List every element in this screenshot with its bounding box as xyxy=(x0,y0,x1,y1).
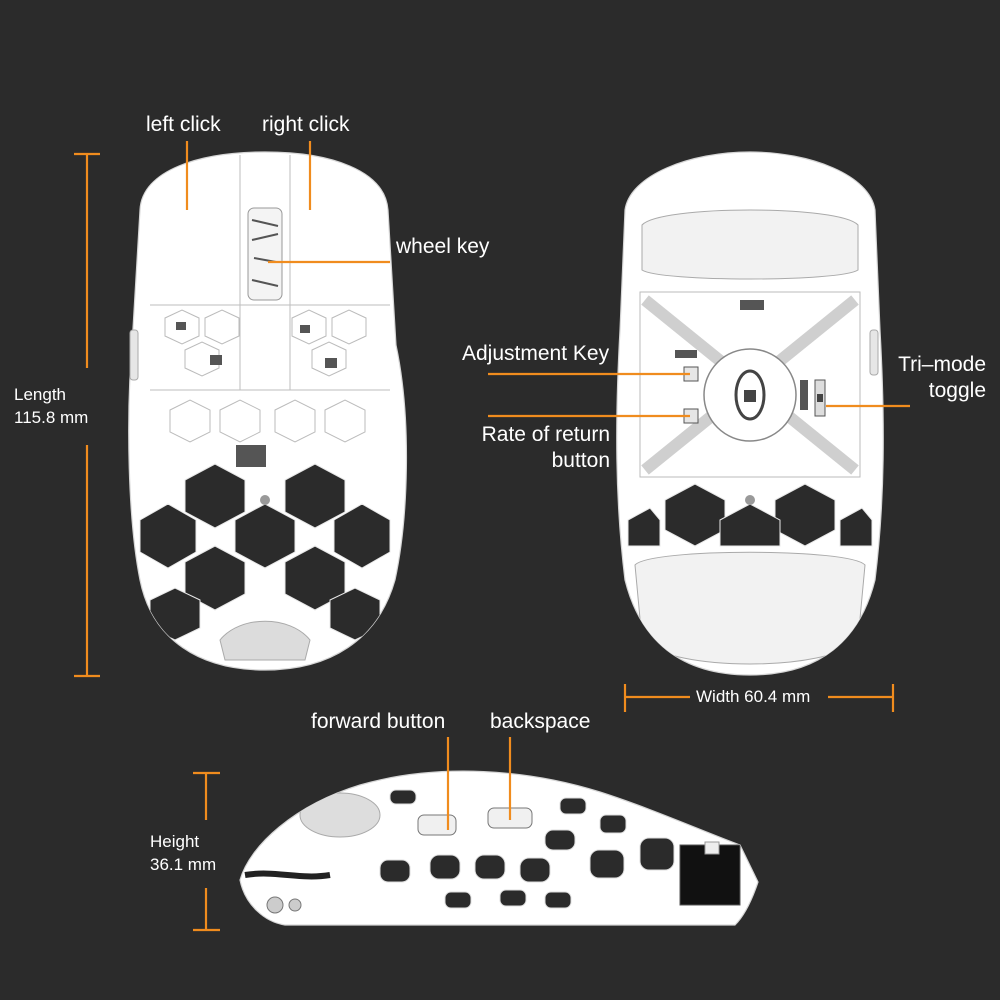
tri-mode-line1: Tri–mode xyxy=(898,353,986,376)
length-dimension-label: Length 115.8 mm xyxy=(14,384,120,430)
width-dimension xyxy=(623,684,895,712)
backspace-label: backspace xyxy=(490,710,591,733)
height-dimension-label: Height 36.1 mm xyxy=(150,831,240,877)
length-value: 115.8 mm xyxy=(14,407,89,427)
height-dimension xyxy=(193,771,220,932)
rate-of-return-line2: button xyxy=(551,449,610,473)
length-dimension xyxy=(74,152,100,678)
callout-lines xyxy=(185,141,910,830)
adjustment-key-label: Adjustment Key xyxy=(462,342,610,365)
bottom-view-mouse xyxy=(616,151,884,676)
tri-mode-toggle-label: Tri–mode toggle xyxy=(870,352,986,405)
left-click-label: left click xyxy=(146,113,221,136)
top-view-mouse xyxy=(128,151,408,671)
wheel-key-label: wheel key xyxy=(396,235,490,258)
forward-button-label: forward button xyxy=(311,710,446,733)
right-click-label: right click xyxy=(262,113,350,136)
side-view-mouse xyxy=(239,770,759,926)
length-label: Length xyxy=(14,385,66,404)
rate-of-return-line1: Rate of return xyxy=(481,423,610,446)
tri-mode-line2: toggle xyxy=(928,379,986,403)
height-value: 36.1 mm xyxy=(150,854,217,874)
rate-of-return-label: Rate of return button xyxy=(438,422,610,475)
width-label: Width 60.4 mm xyxy=(696,687,811,706)
height-label: Height xyxy=(150,832,200,851)
